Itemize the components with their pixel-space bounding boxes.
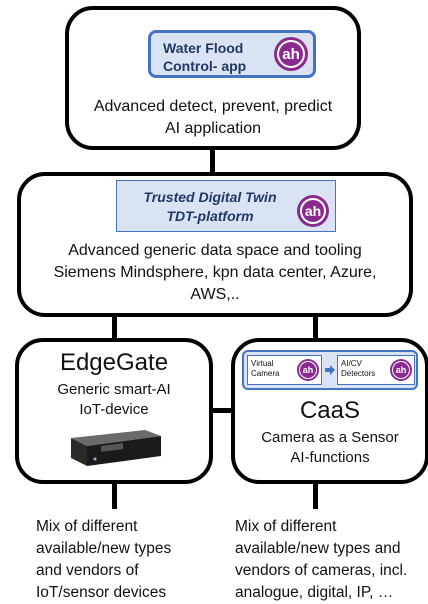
edgegate-subtitle: Generic smart-AI IoT-device xyxy=(19,380,209,420)
ah-logo-icon: ah xyxy=(297,195,329,227)
ah-logo-icon: ah xyxy=(390,359,412,381)
badge-title-line2: Control- app xyxy=(163,58,247,74)
pipeline-step-ai-detectors: AI/CV Detectors ah xyxy=(337,355,415,385)
edgegate-device-icon xyxy=(71,430,161,466)
edgegate-sub-line1: Generic smart-AI xyxy=(57,381,171,398)
footer-right-line2: available/new types and xyxy=(235,540,401,557)
ah-logo-icon: ah xyxy=(274,37,308,71)
tdt-desc-line3: AWS,.. xyxy=(190,286,240,303)
connector-top-middle xyxy=(210,148,215,174)
caas-pipeline: Virtual Camera ah AI/CV Detectors ah xyxy=(242,350,418,390)
connector-middle-bottom xyxy=(112,315,117,341)
connector-edgegate-caas xyxy=(211,408,233,413)
tdt-desc-line1: Advanced generic data space and tooling xyxy=(68,242,362,259)
footer-left-line3: and vendors of xyxy=(36,562,139,579)
tdt-platform-description: Advanced generic data space and tooling … xyxy=(21,240,409,306)
edgegate-box: EdgeGate Generic smart-AI IoT-device xyxy=(15,338,213,484)
edgegate-sub-line2: IoT-device xyxy=(79,401,149,418)
edgegate-title: EdgeGate xyxy=(59,349,169,376)
footer-right-line4: analogue, digital, IP, … xyxy=(235,584,394,601)
step1-line2: Camera xyxy=(251,369,280,378)
caas-subtitle: Camera as a Sensor AI-functions xyxy=(235,428,425,468)
footer-iot-devices: Mix of different available/new types and… xyxy=(36,516,221,604)
ah-logo-icon: ah xyxy=(297,359,319,381)
tdt-platform-box: Trusted Digital Twin TDT-platform ah Adv… xyxy=(17,172,413,317)
caas-box: Virtual Camera ah AI/CV Detectors ah Caa… xyxy=(231,338,428,484)
badge-title-line1: Water Flood xyxy=(163,40,244,56)
step2-line2: Detectors xyxy=(341,369,376,378)
pipeline-step-virtual-camera: Virtual Camera ah xyxy=(247,355,322,385)
water-flood-app-description: Advanced detect, prevent, predict AI app… xyxy=(69,96,357,140)
tdt-badge-line1: Trusted Digital Twin xyxy=(143,189,277,205)
footer-cameras: Mix of different available/new types and… xyxy=(235,516,428,604)
footer-left-line1: Mix of different xyxy=(36,518,138,535)
caas-sub-line2: AI-functions xyxy=(290,449,370,466)
caas-sub-line1: Camera as a Sensor xyxy=(261,429,399,446)
desc-line1: Advanced detect, prevent, predict xyxy=(93,98,333,115)
step2-line1: AI/CV xyxy=(341,359,362,368)
tdt-badge-title: Trusted Digital Twin TDT-platform xyxy=(117,188,303,226)
desc-line2: AI application xyxy=(164,120,262,137)
tdt-desc-line2: Siemens Mindsphere, kpn data center, Azu… xyxy=(53,264,377,281)
tdt-badge-line2: TDT-platform xyxy=(166,208,254,224)
connector-caas-footer xyxy=(313,481,318,509)
tdt-platform-badge: Trusted Digital Twin TDT-platform ah xyxy=(116,180,336,232)
step1-line1: Virtual xyxy=(251,359,274,368)
footer-right-line1: Mix of different xyxy=(235,518,337,535)
connector-middle-caas xyxy=(313,315,318,341)
water-flood-app-box: Water Flood Control- app ah Advanced det… xyxy=(65,6,361,150)
footer-left-line2: available/new types xyxy=(36,540,172,557)
badge-title: Water Flood Control- app xyxy=(163,39,246,75)
footer-left-line4: IoT/sensor devices xyxy=(36,584,167,601)
arrow-right-icon xyxy=(325,365,335,375)
water-flood-app-badge: Water Flood Control- app ah xyxy=(148,30,316,78)
connector-edgegate-footer xyxy=(112,481,117,509)
footer-right-line3: vendors of cameras, incl. xyxy=(235,562,408,579)
caas-title: CaaS xyxy=(299,397,361,424)
